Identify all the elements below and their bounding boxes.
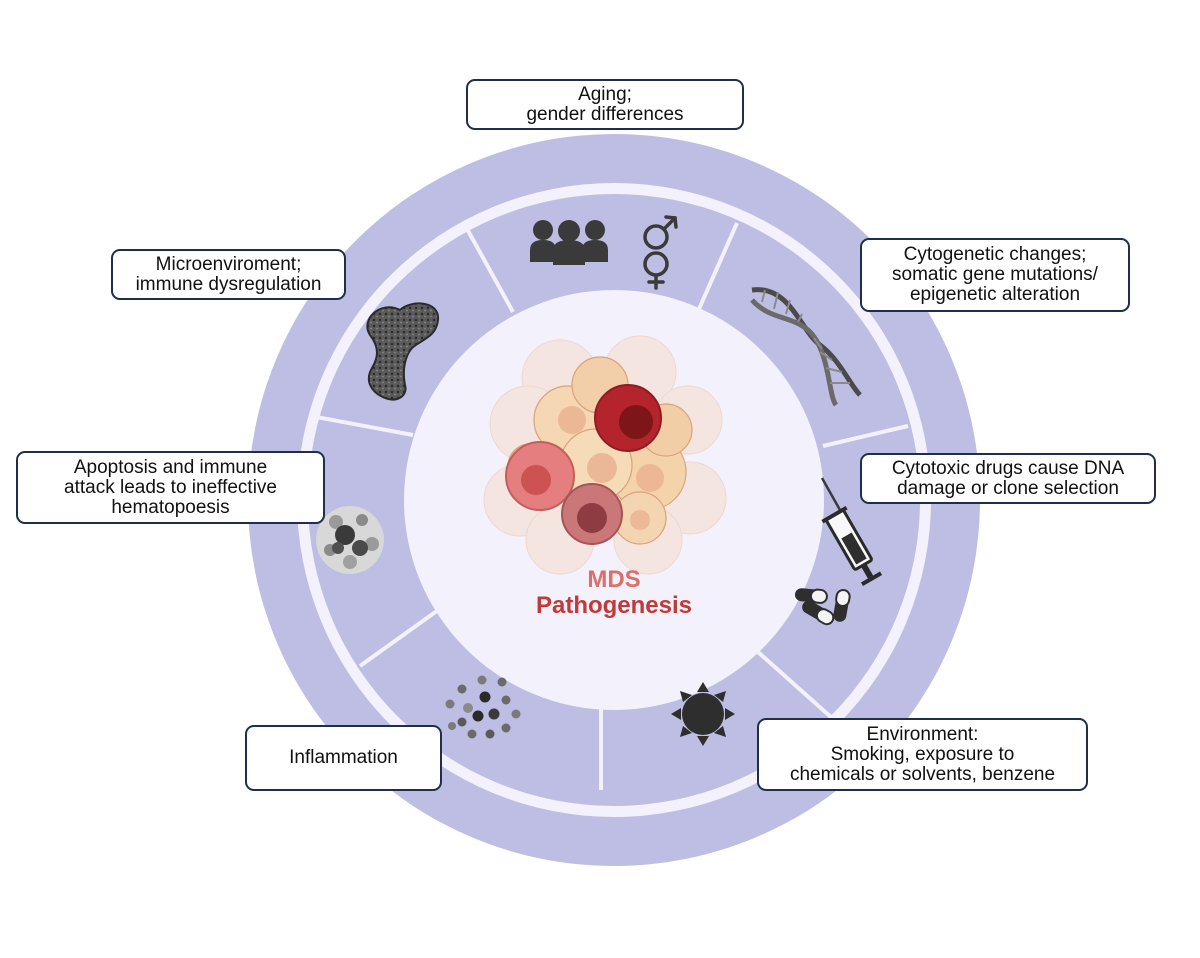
inflammation-label-line1: Inflammation	[289, 747, 398, 768]
apoptosis-label-box: Apoptosis and immune attack leads to ine…	[16, 451, 325, 524]
dna-icon	[750, 287, 862, 407]
environment-label-line2: Smoking, exposure to	[830, 743, 1015, 765]
gender-symbol-icon	[643, 215, 678, 290]
apoptosis-label-line3: hematopoesis	[111, 496, 230, 518]
cytogenetic-label-line2: somatic gene mutations/	[892, 264, 1098, 285]
environment-label-line3: chemicals or solvents, benzene	[789, 763, 1056, 785]
cytotoxic-label-box: Cytotoxic drugs cause DNA damage or clon…	[860, 453, 1156, 504]
microenvironment-label-line1: Microenviroment;	[155, 253, 302, 275]
cytotoxic-label-line2: damage or clone selection	[897, 477, 1119, 499]
syringe-icon	[820, 477, 883, 587]
pills-icon	[794, 588, 851, 626]
aging-label-line2: gender differences	[526, 103, 684, 125]
apoptotic-cell-icon	[316, 506, 384, 574]
cytogenetic-label-line1: Cytogenetic changes;	[903, 244, 1087, 265]
environment-label-line1: Environment:	[866, 723, 979, 745]
segment-dividers	[310, 222, 909, 790]
inflammation-label-box: Inflammation	[245, 725, 442, 791]
microenvironment-label-box: Microenviroment; immune dysregulation	[111, 249, 346, 300]
center-title-pathogenesis: Pathogenesis	[535, 592, 693, 619]
microenvironment-label-line2: immune dysregulation	[135, 273, 322, 295]
aging-label-box: Aging; gender differences	[466, 79, 744, 130]
center-title-mds: MDS	[587, 566, 641, 593]
aging-label-line1: Aging;	[578, 83, 632, 105]
cytotoxic-label-line1: Cytotoxic drugs cause DNA	[891, 457, 1125, 479]
cytokine-dots-icon	[445, 675, 521, 739]
cytogenetic-label-line3: epigenetic alteration	[909, 284, 1081, 305]
apoptosis-label-line1: Apoptosis and immune	[73, 456, 268, 478]
apoptosis-label-line2: attack leads to ineffective	[64, 476, 277, 498]
people-group-icon	[530, 220, 608, 265]
environment-label-box: Environment: Smoking, exposure to chemic…	[757, 718, 1088, 791]
pollution-particle-icon	[671, 682, 735, 746]
cytogenetic-label-box: Cytogenetic changes; somatic gene mutati…	[860, 238, 1130, 312]
bone-icon	[366, 302, 440, 401]
mds-cell-cluster	[483, 335, 727, 575]
